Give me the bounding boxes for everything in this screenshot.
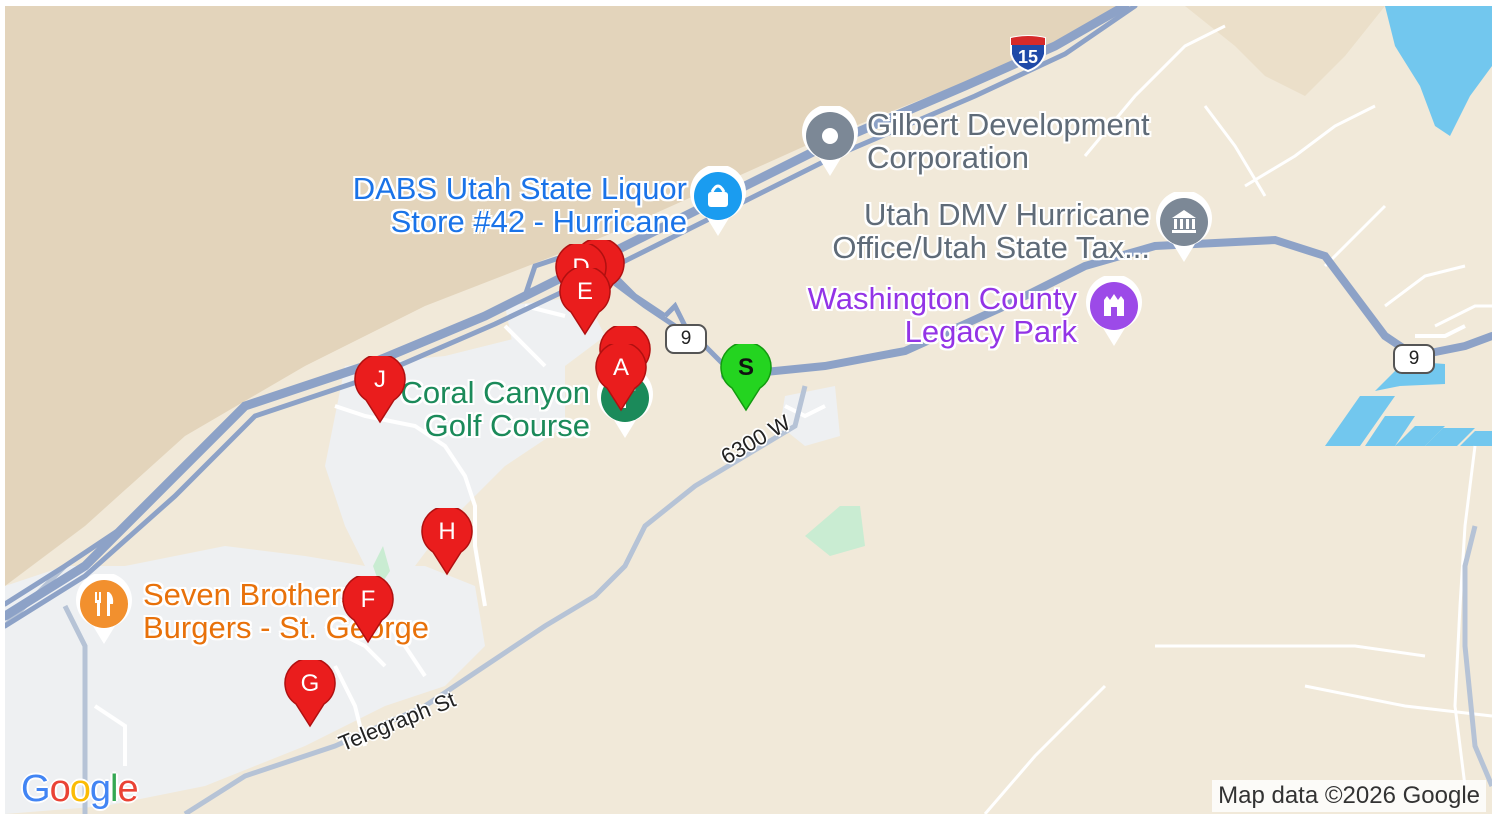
route-marker-h[interactable]: H <box>421 508 473 576</box>
restaurant-icon <box>76 574 132 644</box>
marker-pin-icon <box>559 268 611 336</box>
map-viewport[interactable]: 15 9 9 6300 W Telegraph St Gilbert Devel… <box>5 6 1492 814</box>
route-marker-e[interactable]: E <box>559 268 611 336</box>
route-marker-g[interactable]: G <box>284 660 336 728</box>
marker-label: J <box>374 366 386 393</box>
pin-dot-icon <box>802 106 858 176</box>
interstate-shield-label: 15 <box>1017 47 1039 67</box>
marker-label: S <box>737 354 754 381</box>
marker-pin-icon <box>595 344 647 412</box>
map-attribution: Map data ©2026 Google <box>1212 780 1486 812</box>
water-reservoir <box>1385 6 1492 136</box>
marker-pin-icon <box>284 660 336 728</box>
interstate-15-shield: 15 <box>1008 34 1048 73</box>
mountain-terrain-east <box>1185 6 1385 96</box>
google-logo: Google <box>21 768 139 810</box>
marker-pin-icon <box>342 576 394 644</box>
route-marker-a[interactable]: A <box>595 344 647 412</box>
interstate-shield-icon <box>1010 35 1046 73</box>
route-9-shield: 9 <box>665 324 707 354</box>
government-building-icon <box>1156 192 1212 262</box>
monument-icon <box>1086 276 1142 346</box>
marker-label: E <box>576 278 593 305</box>
neighborhood-streets <box>93 304 1466 766</box>
marker-label: F <box>360 586 376 613</box>
marker-label: A <box>612 354 629 381</box>
route-9-shield: 9 <box>1393 344 1435 374</box>
route-marker-j[interactable]: J <box>354 356 406 424</box>
route-marker-f[interactable]: F <box>342 576 394 644</box>
marker-label: G <box>300 670 320 697</box>
shopping-bag-icon <box>690 166 746 236</box>
mountain-terrain <box>5 6 1125 586</box>
marker-pin-icon <box>421 508 473 576</box>
route-marker-start[interactable]: S <box>720 344 772 412</box>
marker-pin-icon <box>354 356 406 424</box>
marker-label: H <box>438 518 456 545</box>
marker-pin-icon <box>720 344 772 412</box>
minor-roads <box>983 24 1492 814</box>
